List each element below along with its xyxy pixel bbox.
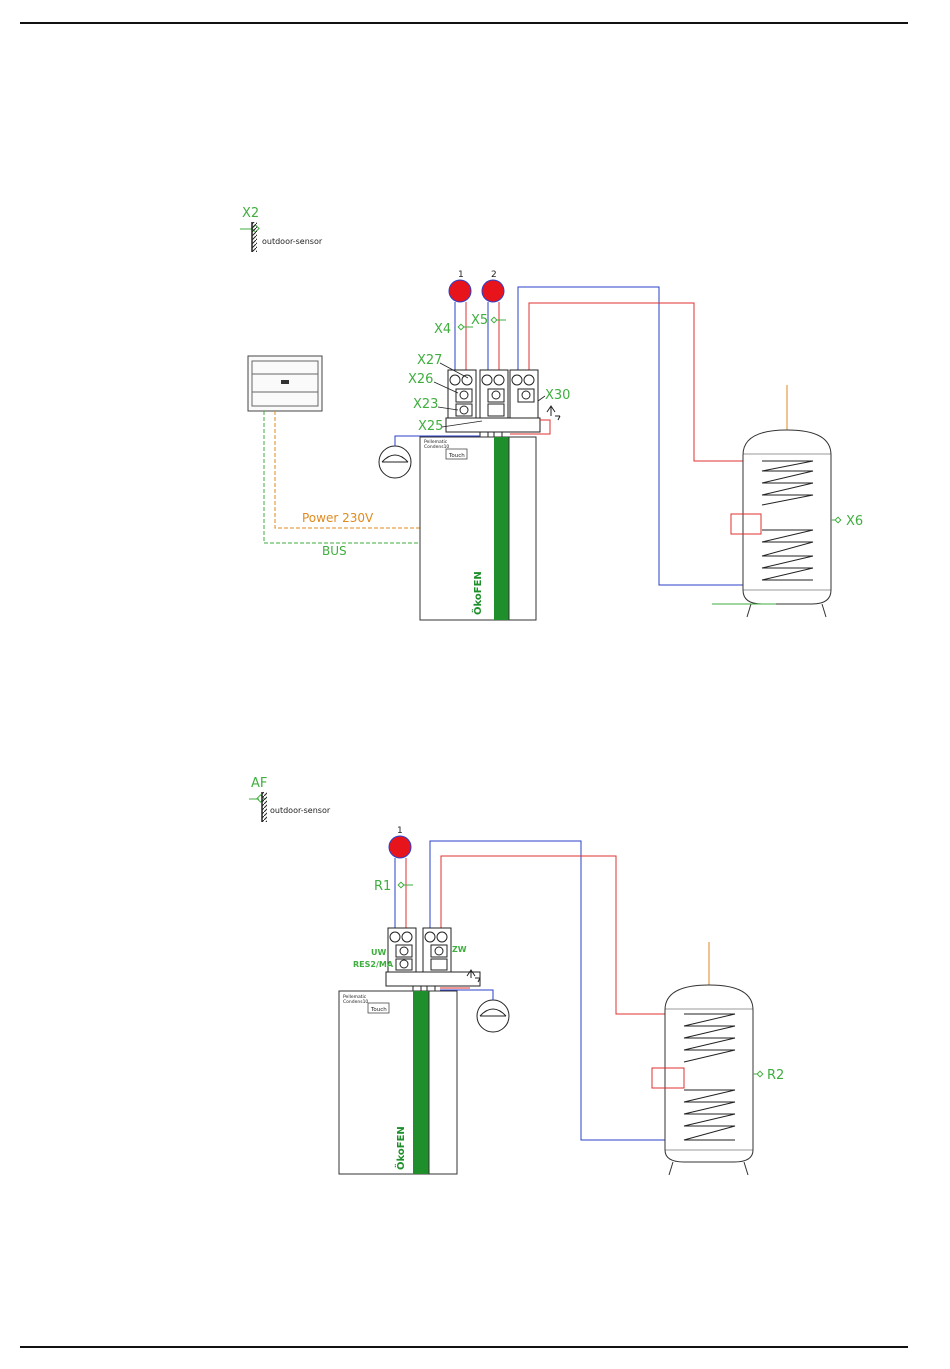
circuit-1-symbol: 1 bbox=[449, 270, 471, 302]
label-r2: R2 bbox=[767, 1068, 784, 1083]
tap-icon bbox=[547, 406, 560, 420]
storage-tank-2: R2 bbox=[652, 942, 784, 1175]
touch-label-2: Touch bbox=[370, 1007, 387, 1013]
svg-text:1: 1 bbox=[397, 826, 403, 836]
label-zw: ZW bbox=[452, 945, 467, 954]
boiler-1: Pellematic Condens10 Touch ÖkoFEN bbox=[420, 437, 536, 620]
room-controller bbox=[248, 356, 322, 411]
brand-logo-1: ÖkoFEN bbox=[470, 571, 484, 615]
label-r1: R1 bbox=[374, 879, 391, 894]
touch-label-1: Touch bbox=[448, 453, 465, 459]
label-x4: X4 bbox=[434, 322, 451, 337]
svg-text:1: 1 bbox=[458, 270, 464, 280]
label-x30: X30 bbox=[545, 388, 570, 403]
sensor-tag-af: AF bbox=[251, 776, 267, 791]
label-x6: X6 bbox=[846, 514, 863, 529]
hydraulic-modules-1 bbox=[446, 370, 540, 438]
label-x5: X5 bbox=[471, 313, 488, 328]
outdoor-sensor-1: X2 outdoor-sensor bbox=[240, 206, 323, 252]
diagram-2: AF outdoor-sensor 1 R1 bbox=[249, 776, 784, 1175]
label-x27: X27 bbox=[417, 353, 442, 368]
label-x23: X23 bbox=[413, 397, 438, 412]
boiler-2: Pellematic Condens10 Touch ÖkoFEN bbox=[339, 991, 457, 1174]
controller-model-2: Condens10 bbox=[343, 999, 368, 1005]
diagram-1: X2 outdoor-sensor Power 230V BUS 1 2 bbox=[240, 206, 863, 620]
label-x25: X25 bbox=[418, 419, 443, 434]
sensor-text-2: outdoor-sensor bbox=[270, 806, 331, 815]
sensor-tag-x2: X2 bbox=[242, 206, 259, 221]
svg-text:2: 2 bbox=[491, 270, 497, 280]
power-label: Power 230V bbox=[302, 511, 374, 525]
bus-label: BUS bbox=[322, 544, 347, 558]
label-x26: X26 bbox=[408, 372, 433, 387]
sensor-text-1: outdoor-sensor bbox=[262, 237, 323, 246]
hydraulic-modules-2 bbox=[386, 928, 480, 992]
brand-logo-2: ÖkoFEN bbox=[393, 1126, 407, 1170]
storage-tank-1: X6 bbox=[712, 385, 863, 617]
circuit-2-symbol: 2 bbox=[482, 270, 504, 302]
outdoor-sensor-2: AF outdoor-sensor bbox=[249, 776, 331, 822]
circuit-1-symbol-2: 1 bbox=[389, 826, 411, 858]
label-uw: UW bbox=[371, 948, 386, 957]
controller-model-1: Condens10 bbox=[424, 444, 449, 450]
label-res: RES2/MA bbox=[353, 960, 394, 969]
